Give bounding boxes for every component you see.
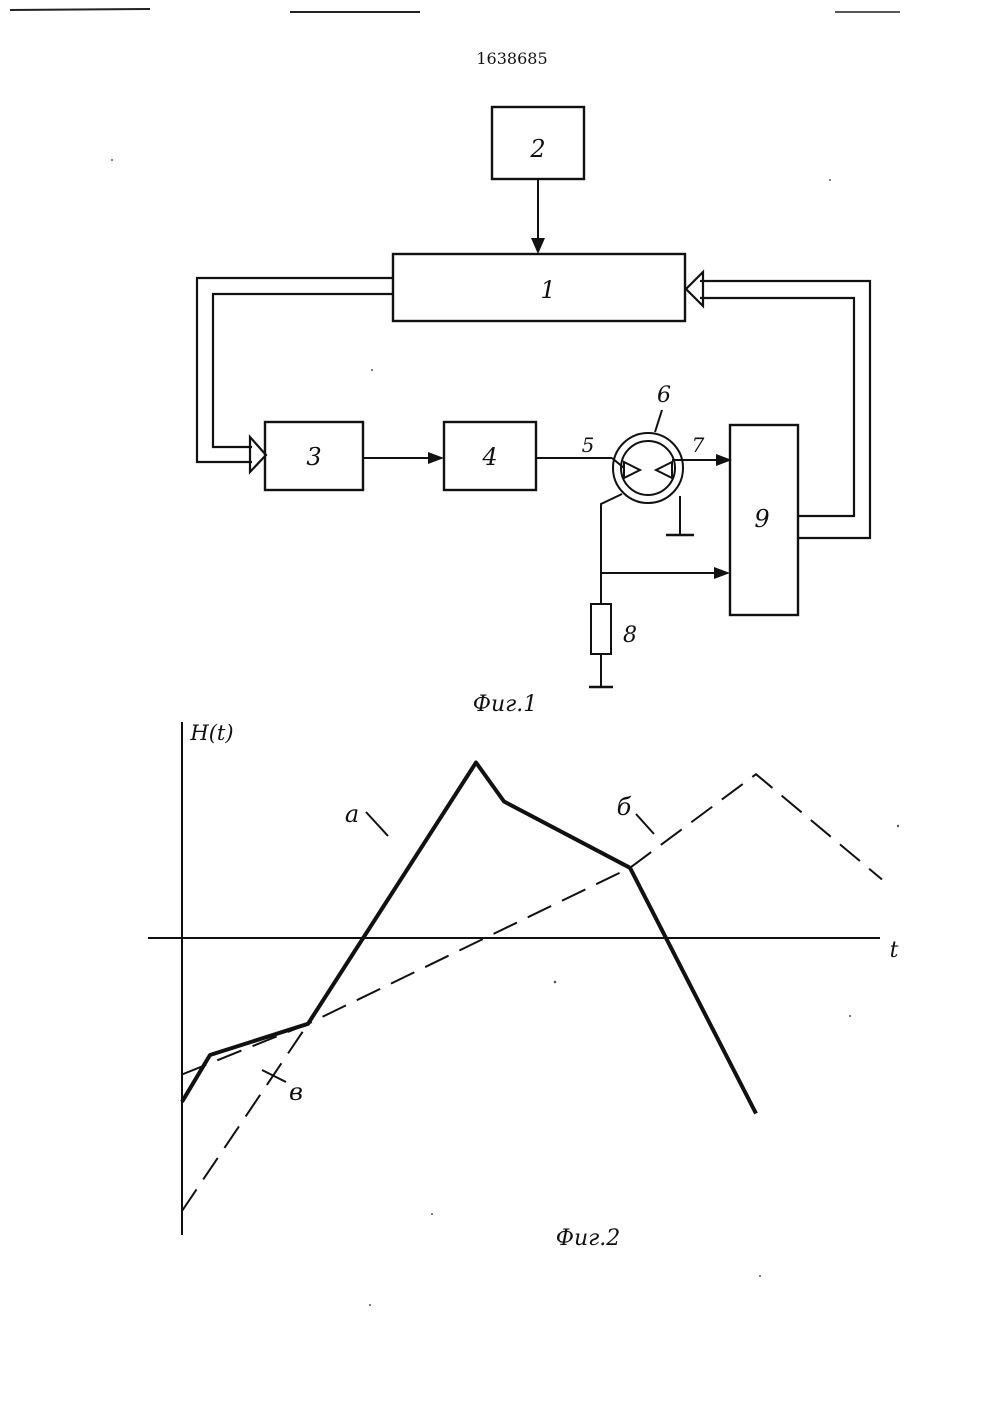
sensor-6-leader xyxy=(655,410,662,432)
block-9-label: 9 xyxy=(754,505,769,533)
y-axis-label: H(t) xyxy=(189,721,233,745)
x-axis-label: t xyxy=(890,938,899,963)
sensor-6-left-triangle xyxy=(624,462,640,478)
bus-9-to-1-inner xyxy=(700,298,854,516)
line-5-label: 5 xyxy=(582,433,595,457)
fig2-chart: H(t) t а б в Фиг.2 xyxy=(148,721,899,1251)
curve-v-leader xyxy=(262,1070,286,1082)
curve-v-line xyxy=(182,1024,308,1211)
bus-arrowhead-into-1 xyxy=(686,272,703,306)
fig2-caption: Фиг.2 xyxy=(556,1226,621,1251)
sensor-6-label: 6 xyxy=(657,383,671,408)
resistor-8 xyxy=(591,604,611,654)
arrowhead-3-to-4 xyxy=(428,452,444,464)
curve-v-label: в xyxy=(289,1078,303,1106)
curve-b-label: б xyxy=(617,793,632,821)
series-layer xyxy=(182,763,882,1212)
curve-a-leader xyxy=(366,812,388,836)
curve-a-label: а xyxy=(345,800,359,828)
top-rule-left xyxy=(10,9,150,10)
arrowhead-lower-to-9 xyxy=(714,567,730,579)
arrowhead-2-to-1 xyxy=(531,238,545,254)
block-3-label: 3 xyxy=(306,443,321,471)
fig1-block-diagram: 2 1 3 4 5 6 7 xyxy=(197,107,870,717)
patent-number: 1638685 xyxy=(476,49,547,68)
bus-9-to-1-outer xyxy=(700,281,870,538)
block-1-label: 1 xyxy=(540,276,555,304)
block-2-label: 2 xyxy=(529,135,545,163)
resistor-8-label: 8 xyxy=(623,623,637,648)
fig1-caption: Фиг.1 xyxy=(473,692,538,717)
sensor-lower-lead xyxy=(601,494,622,604)
block-4-label: 4 xyxy=(481,443,497,471)
line-7-label: 7 xyxy=(692,433,705,457)
bus-arrowhead-into-3 xyxy=(250,437,266,472)
curve-b-leader xyxy=(636,814,654,834)
block-1 xyxy=(393,254,685,321)
bus-1-to-3-inner xyxy=(213,294,393,447)
sensor-6-right-triangle xyxy=(656,462,672,478)
sensor-6-inner-ring xyxy=(621,441,675,495)
